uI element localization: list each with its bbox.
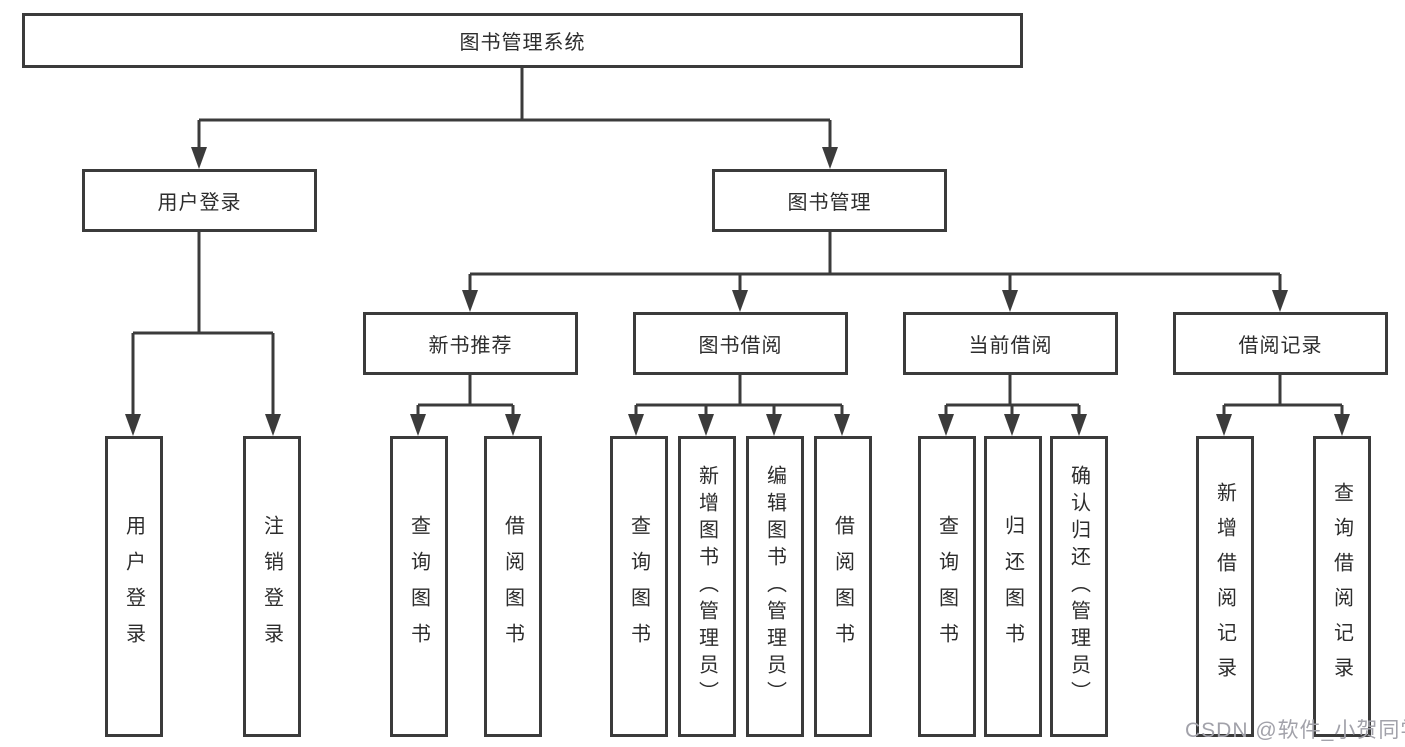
node-root: 图书管理系统 — [22, 13, 1023, 68]
leaf-return-books-label: 归还图书 — [1001, 514, 1024, 659]
node-book-management: 图书管理 — [712, 169, 947, 232]
leaf-logout-label: 注销登录 — [260, 514, 283, 659]
leaf-edit-books-admin: 编辑图书（管理员） — [746, 436, 804, 737]
node-borrow-records: 借阅记录 — [1173, 312, 1388, 375]
node-root-label: 图书管理系统 — [459, 32, 586, 54]
leaf-borrowing-borrow-books-label: 借阅图书 — [831, 514, 854, 659]
node-book-borrowing: 图书借阅 — [633, 312, 848, 375]
node-book-management-label: 图书管理 — [787, 192, 872, 214]
node-new-book-recommendation: 新书推荐 — [363, 312, 578, 375]
leaf-confirm-return-admin: 确认归还（管理员） — [1050, 436, 1108, 737]
leaf-add-borrow-record: 新增借阅记录 — [1196, 436, 1254, 737]
node-user-login-label: 用户登录 — [157, 192, 242, 214]
node-borrow-records-label: 借阅记录 — [1238, 335, 1323, 357]
csdn-watermark: CSDN @软件_小贺同学 — [1185, 719, 1405, 742]
leaf-add-borrow-record-label: 新增借阅记录 — [1213, 481, 1236, 692]
leaf-newbook-query-books: 查询图书 — [390, 436, 448, 737]
leaf-user-login-label: 用户登录 — [122, 514, 145, 659]
leaf-logout: 注销登录 — [243, 436, 301, 737]
node-current-borrowing-label: 当前借阅 — [968, 335, 1053, 357]
leaf-current-query-books-label: 查询图书 — [935, 514, 958, 659]
leaf-borrowing-query-books: 查询图书 — [610, 436, 668, 737]
leaf-borrowing-query-books-label: 查询图书 — [627, 514, 650, 659]
leaf-edit-books-admin-label: 编辑图书（管理员） — [763, 465, 786, 708]
leaf-newbook-borrow-books: 借阅图书 — [484, 436, 542, 737]
node-user-login: 用户登录 — [82, 169, 317, 232]
leaf-borrowing-borrow-books: 借阅图书 — [814, 436, 872, 737]
arrow-heads — [125, 147, 1350, 436]
node-new-book-recommendation-label: 新书推荐 — [428, 335, 513, 357]
leaf-user-login: 用户登录 — [105, 436, 163, 737]
node-book-borrowing-label: 图书借阅 — [698, 335, 783, 357]
leaf-return-books: 归还图书 — [984, 436, 1042, 737]
leaf-query-borrow-record: 查询借阅记录 — [1313, 436, 1371, 737]
leaf-query-borrow-record-label: 查询借阅记录 — [1330, 481, 1353, 692]
node-current-borrowing: 当前借阅 — [903, 312, 1118, 375]
leaf-newbook-query-books-label: 查询图书 — [407, 514, 430, 659]
leaf-add-books-admin-label: 新增图书（管理员） — [695, 465, 718, 708]
leaf-newbook-borrow-books-label: 借阅图书 — [501, 514, 524, 659]
leaf-current-query-books: 查询图书 — [918, 436, 976, 737]
leaf-confirm-return-admin-label: 确认归还（管理员） — [1067, 465, 1090, 708]
leaf-add-books-admin: 新增图书（管理员） — [678, 436, 736, 737]
